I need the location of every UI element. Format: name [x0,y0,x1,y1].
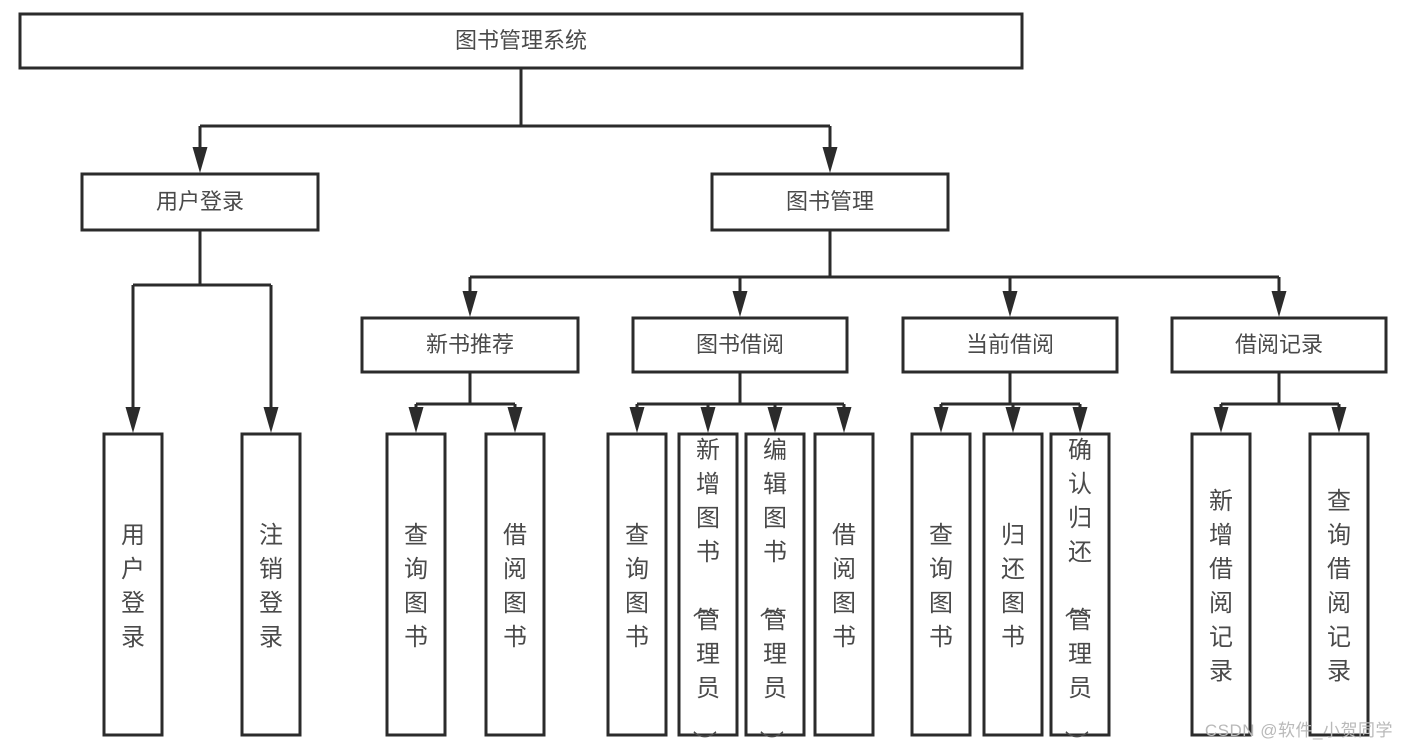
diagram-node-leaf-logout[interactable]: 注销登录 [240,432,302,737]
arrow-head-icon [263,407,279,433]
node-box [80,172,320,232]
node-label: 借阅图书 [832,522,856,651]
node-box [1049,432,1111,737]
nodes-layer: 图书管理系统用户登录图书管理新书推荐图书借阅当前借阅借阅记录用户登录注销登录查询… [18,12,1388,747]
diagram-node-current-borrow[interactable]: 当前借阅 [901,316,1119,374]
node-box [484,432,546,737]
diagram-node-leaf-confirm-return-admin[interactable]: 确认归还（管理员） [1049,432,1111,747]
node-label: 新书推荐 [426,332,514,357]
arrow-head-icon [125,407,141,433]
arrow-head-icon [1271,291,1287,317]
diagram-node-book-manage[interactable]: 图书管理 [710,172,950,232]
arrow-head-icon [1072,407,1088,433]
node-box [744,432,806,737]
node-label: 注销登录 [259,522,283,651]
node-box [240,432,302,737]
diagram-node-leaf-add-book-admin[interactable]: 新增图书（管理员） [677,432,739,747]
arrow-head-icon [836,407,852,433]
arrow-head-icon [629,407,645,433]
node-label: 查询图书 [625,522,649,651]
node-box [102,432,164,737]
diagram-node-leaf-query-borrow-record[interactable]: 查询借阅记录 [1308,432,1370,737]
diagram-node-leaf-query-book-2[interactable]: 查询图书 [606,432,668,737]
arrow-head-icon [507,407,523,433]
node-label: 归还图书 [1001,522,1025,651]
node-label: 新增图书（管理员） [690,437,720,747]
node-label: 图书借阅 [696,332,784,357]
arrow-head-icon [462,291,478,317]
diagram-node-new-book-recommend[interactable]: 新书推荐 [360,316,580,374]
arrow-head-icon [822,147,838,173]
node-label: 借阅图书 [503,522,527,651]
arrow-head-icon [192,147,208,173]
arrow-head-icon [1002,291,1018,317]
arrow-head-icon [732,291,748,317]
node-box [982,432,1044,737]
arrow-head-icon [1331,407,1347,433]
diagram-node-leaf-add-borrow-record[interactable]: 新增借阅记录 [1190,432,1252,737]
diagram-node-root[interactable]: 图书管理系统 [18,12,1024,70]
diagram-node-leaf-borrow-book-2[interactable]: 借阅图书 [813,432,875,737]
node-label: 查询借阅记录 [1327,488,1351,685]
diagram-node-leaf-return-book[interactable]: 归还图书 [982,432,1044,737]
diagram-node-leaf-query-book-3[interactable]: 查询图书 [910,432,972,737]
node-box [631,316,849,374]
node-box [710,172,950,232]
arrow-head-icon [408,407,424,433]
node-label: 图书管理系统 [455,28,587,53]
node-box [813,432,875,737]
node-box [18,12,1024,70]
node-box [385,432,447,737]
diagram-node-leaf-query-book-1[interactable]: 查询图书 [385,432,447,737]
diagram-node-leaf-borrow-book-1[interactable]: 借阅图书 [484,432,546,737]
node-label: 查询图书 [404,522,428,651]
node-box [1308,432,1370,737]
diagram-node-book-borrow[interactable]: 图书借阅 [631,316,849,374]
node-box [1190,432,1252,737]
node-label: 图书管理 [786,189,874,214]
arrow-head-icon [767,407,783,433]
node-label: 用户登录 [121,522,145,651]
node-label: 用户登录 [156,189,244,214]
node-box [677,432,739,737]
node-label: 当前借阅 [966,332,1054,357]
arrow-head-icon [1005,407,1021,433]
edges-layer [125,68,1347,433]
arrow-head-icon [933,407,949,433]
arrow-head-icon [1213,407,1229,433]
diagram-node-leaf-user-login[interactable]: 用户登录 [102,432,164,737]
arrow-head-icon [700,407,716,433]
diagram-node-leaf-edit-book-admin[interactable]: 编辑图书（管理员） [744,432,806,747]
node-box [910,432,972,737]
node-box [901,316,1119,374]
node-box [606,432,668,737]
node-label: 确认归还（管理员） [1062,437,1092,747]
node-label: 借阅记录 [1235,332,1323,357]
node-box [360,316,580,374]
diagram-node-borrow-record[interactable]: 借阅记录 [1170,316,1388,374]
diagram-node-user-login[interactable]: 用户登录 [80,172,320,232]
node-box [1170,316,1388,374]
node-label: 新增借阅记录 [1209,488,1233,685]
node-label: 编辑图书（管理员） [757,437,787,747]
node-label: 查询图书 [929,522,953,651]
